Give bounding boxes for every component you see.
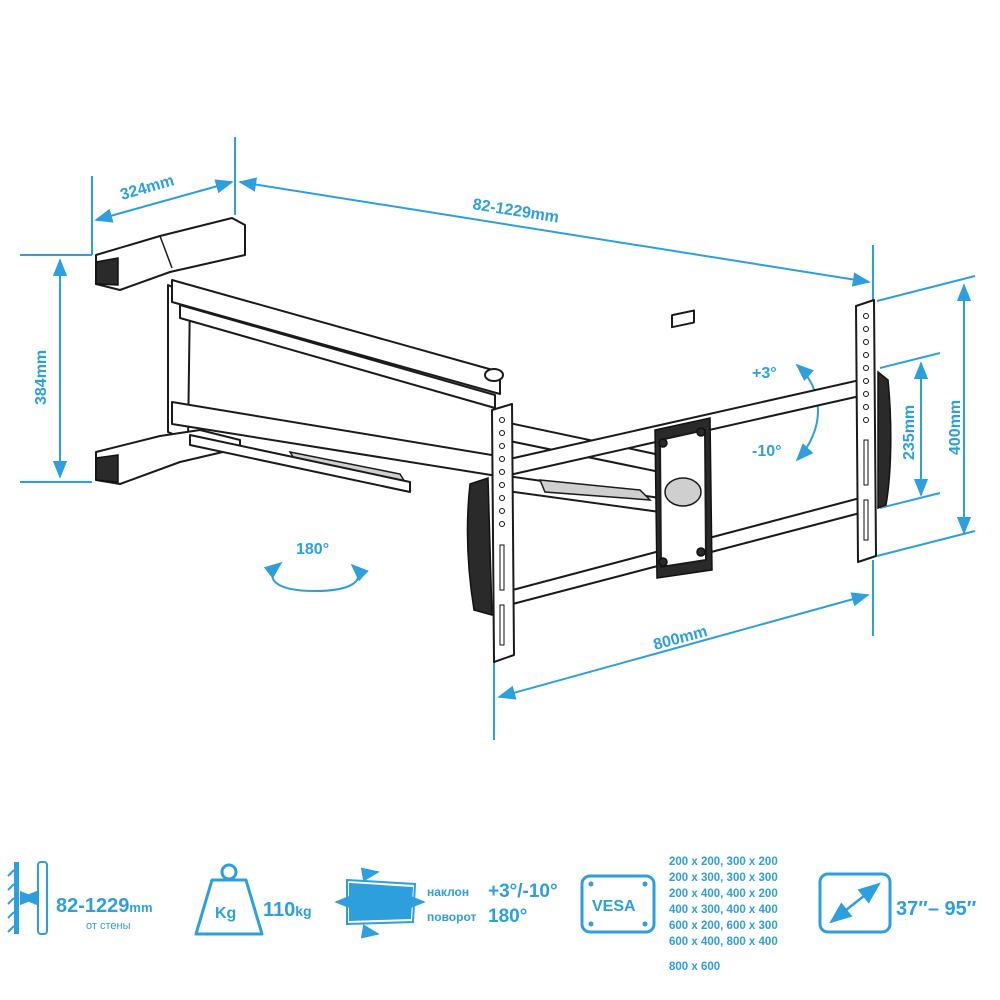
dim-tilt-down: -10° bbox=[752, 443, 782, 460]
dimension-lines bbox=[20, 137, 976, 740]
tilt-swivel-icon bbox=[334, 867, 426, 939]
dim-vesa-width: 800mm bbox=[652, 623, 710, 654]
screen-size-icon bbox=[818, 872, 892, 934]
weight-value: 110kg bbox=[263, 899, 312, 921]
vesa-size: 400 x 300, 400 x 400 bbox=[669, 904, 778, 916]
vesa-size: 600 x 400, 800 x 400 bbox=[669, 936, 778, 948]
vesa-size: 200 x 200, 300 x 200 bbox=[669, 856, 778, 868]
vesa-size: 200 x 300, 300 x 300 bbox=[669, 872, 778, 884]
vesa-icon-label: VESA bbox=[592, 898, 636, 915]
left-bracket-holes bbox=[499, 417, 505, 646]
vesa-size: 200 x 400, 400 x 200 bbox=[669, 888, 778, 900]
specs-row: 82-1229mm от стены Kg 110kg наклон +3°/-… bbox=[7, 856, 977, 973]
swivel-value: 180° bbox=[488, 906, 527, 927]
dim-tilt-up: +3° bbox=[752, 365, 777, 382]
screen-size: 37″– 95″ bbox=[896, 898, 977, 920]
vesa-size: 800 x 600 bbox=[669, 961, 720, 973]
dim-extension: 82-1229mm bbox=[471, 196, 560, 226]
distance-caption: от стены bbox=[86, 920, 131, 932]
vesa-icon bbox=[580, 874, 656, 934]
tilt-label: наклон bbox=[427, 885, 469, 899]
vesa-size: 600 x 200, 600 x 300 bbox=[669, 920, 778, 932]
dim-vesa-inner-height: 235mm bbox=[901, 405, 918, 460]
dim-swivel: 180° bbox=[296, 541, 329, 558]
weight-icon-label: Kg bbox=[215, 905, 236, 922]
tv-mount-drawing bbox=[95, 217, 892, 663]
vesa-size-list: 200 x 200, 300 x 200 200 x 300, 300 x 30… bbox=[669, 856, 778, 973]
swivel-label: поворот bbox=[427, 910, 476, 924]
weight-icon bbox=[194, 863, 264, 936]
tilt-value: +3°/-10° bbox=[488, 881, 558, 902]
right-bracket-holes bbox=[863, 313, 869, 541]
dim-vesa-height: 400mm bbox=[947, 400, 964, 455]
distance-value: 82-1229mm bbox=[56, 895, 153, 917]
wall-distance-icon bbox=[7, 861, 48, 935]
dim-wall-plate-height: 384mm bbox=[33, 350, 50, 405]
